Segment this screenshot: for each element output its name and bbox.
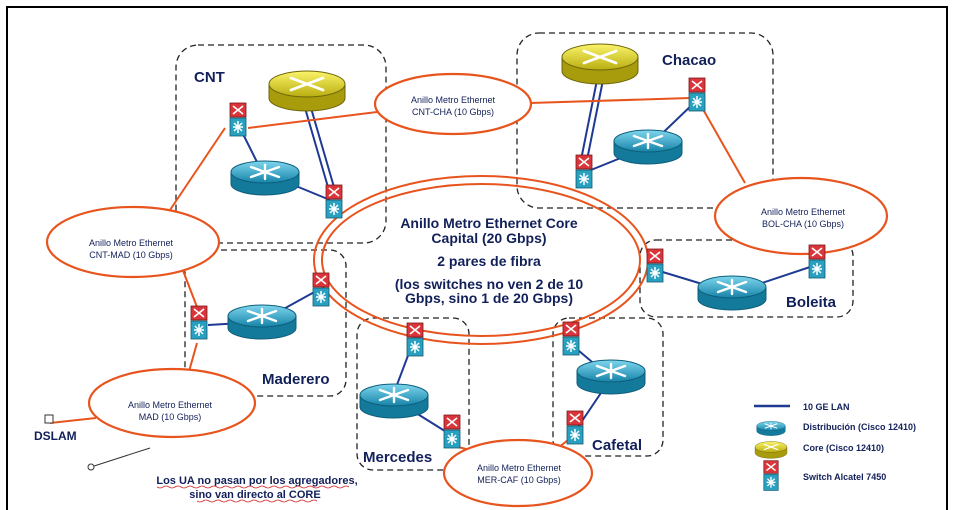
dslam-label: DSLAM (34, 429, 77, 443)
chacao-core-router (560, 42, 640, 86)
core-ring-label: Anillo Metro Ethernet Core Capital (20 G… (395, 215, 584, 306)
mercedes-site-box (356, 317, 470, 471)
chacao-site-box (516, 32, 774, 209)
legend-core-icon (754, 440, 788, 459)
core-label-line2: Capital (20 Gbps) (431, 230, 546, 246)
site-labels: CNT Chacao Boleita Maderero Mercedes Caf… (194, 52, 837, 466)
dslam: DSLAM (34, 414, 151, 471)
note-line1: Los UA no pasan por los agregadores, (156, 475, 357, 487)
ring-label-cnt-cha-1: Anillo Metro Ethernet (411, 95, 496, 105)
maderero-switch-b (312, 272, 330, 307)
cafetal-switch-a (562, 321, 580, 356)
cnt-switch-a (229, 102, 247, 137)
ring-label-mad-1: Anillo Metro Ethernet (128, 400, 213, 410)
chacao-switch-a (575, 154, 593, 189)
legend-core-label: Core (Cisco 12410) (803, 443, 884, 453)
ring-label-cnt-cha-2: CNT-CHA (10 Gbps) (412, 107, 494, 117)
ring-label-bol-cha-1: Anillo Metro Ethernet (761, 207, 846, 217)
cafetal-switch-b (566, 410, 584, 445)
ring-ellipses (45, 72, 889, 508)
cnt-site-box (175, 44, 387, 244)
bol-cha-ring (713, 176, 889, 256)
maderero-switch-a (190, 305, 208, 340)
site-label-cafetal: Cafetal (592, 437, 642, 454)
note: Los UA no pasan por los agregadores, sin… (156, 475, 358, 503)
site-label-maderero: Maderero (262, 371, 330, 388)
ring-label-mer-caf-2: MER-CAF (10 Gbps) (477, 475, 561, 485)
cafetal-site-box (552, 317, 664, 457)
ring-labels: Anillo Metro Ethernet CNT-CHA (10 Gbps) … (89, 95, 846, 485)
core-label-line4: (los switches no ven 2 de 10 (395, 276, 584, 292)
dslam-icon (44, 414, 54, 424)
ring-label-mad-2: MAD (10 Gbps) (139, 412, 202, 422)
legend: 10 GE LAN Distribución (Cisco 12410) Cor… (754, 402, 916, 492)
legend-switch-label: Switch Alcatel 7450 (803, 472, 886, 482)
maderero-distribution-router (226, 303, 298, 341)
boleita-distribution-router (696, 274, 768, 312)
site-label-mercedes: Mercedes (363, 449, 432, 466)
core-label-line1: Anillo Metro Ethernet Core (400, 215, 578, 231)
boleita-switch-b (808, 244, 826, 279)
cnt-core-router (267, 69, 347, 113)
site-label-chacao: Chacao (662, 52, 716, 69)
ring-label-cnt-mad-1: Anillo Metro Ethernet (89, 238, 174, 248)
ring-label-mer-caf-1: Anillo Metro Ethernet (477, 463, 562, 473)
mer-caf-ring (442, 438, 594, 508)
core-label-line5: Gbps, sino 1 de 20 Gbps) (405, 290, 573, 306)
boleita-switch-a (646, 248, 664, 283)
site-label-boleita: Boleita (786, 294, 837, 311)
cnt-distribution-router (229, 159, 301, 197)
mercedes-distribution-router (358, 382, 430, 420)
legend-distribution-label: Distribución (Cisco 12410) (803, 422, 916, 432)
cnt-switch-b (325, 184, 343, 219)
cnt-cha-ring (373, 72, 533, 136)
core-label-line3: 2 pares de fibra (437, 253, 541, 269)
cnt-mad-ring (45, 205, 221, 279)
mad-ring (87, 367, 257, 439)
site-label-cnt: CNT (194, 69, 225, 86)
legend-lan-label: 10 GE LAN (803, 402, 850, 412)
maderero-site-box (184, 249, 347, 397)
chacao-switch-b (688, 77, 706, 112)
dslam-endpoint-icon (87, 463, 95, 471)
diagram-frame (6, 6, 948, 510)
legend-distribution-icon (756, 420, 786, 437)
legend-switch-icon (763, 459, 779, 492)
ring-label-bol-cha-2: BOL-CHA (10 Gbps) (762, 219, 844, 229)
note-line2: sino van directo al CORE (189, 489, 320, 501)
ring-label-cnt-mad-2: CNT-MAD (10 Gbps) (89, 250, 173, 260)
mercedes-switch-a (406, 322, 424, 357)
cafetal-distribution-router (575, 358, 647, 396)
mercedes-switch-b (443, 414, 461, 449)
chacao-distribution-router (612, 128, 684, 166)
